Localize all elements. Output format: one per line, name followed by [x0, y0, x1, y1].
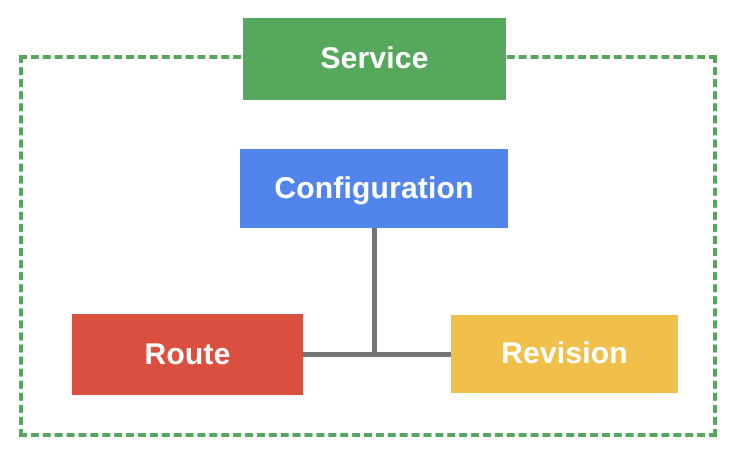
node-revision-label: Revision [501, 337, 628, 370]
node-service-label: Service [320, 42, 429, 75]
node-configuration[interactable]: Configuration [240, 149, 508, 228]
node-service[interactable]: Service [243, 18, 506, 100]
node-revision[interactable]: Revision [451, 315, 678, 393]
node-route[interactable]: Route [72, 314, 303, 395]
node-configuration-label: Configuration [274, 171, 474, 205]
node-route-label: Route [144, 337, 231, 371]
